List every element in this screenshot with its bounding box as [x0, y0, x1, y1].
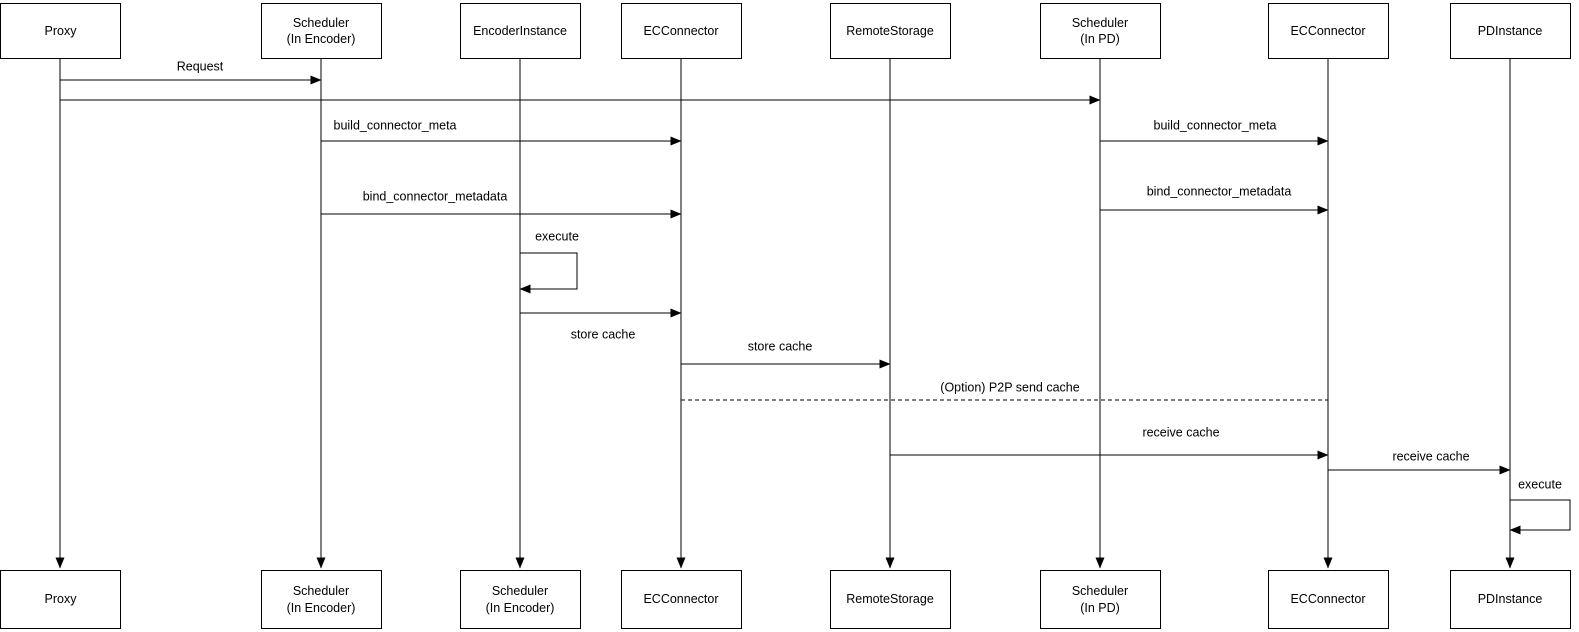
remote-storage-top-box: RemoteStorage — [829, 3, 951, 59]
pd-instance-bottom-label: PDInstance — [1477, 592, 1543, 607]
ec-connector-encoder-top-box: ECConnector — [620, 3, 742, 59]
proxy-bottom-label: Proxy — [44, 592, 77, 607]
encoder-instance-bottom-box: Scheduler (In Encoder) — [459, 570, 581, 629]
scheduler-in-pd-top-box: Scheduler (In PD) — [1039, 3, 1161, 59]
pd-instance-bottom-box: PDInstance — [1449, 570, 1571, 629]
scheduler-in-pd-top-label: Scheduler — [1071, 15, 1129, 30]
scheduler-in-encoder-bottom-box: Scheduler (In Encoder) — [260, 570, 382, 629]
ec-connector-pd-top-label: ECConnector — [1290, 23, 1366, 38]
build-connector-meta-pd-message-label: build_connector_meta — [1154, 118, 1277, 132]
scheduler-in-encoder-bottom-label: Scheduler — [292, 584, 350, 598]
scheduler-in-encoder-top-label: (In Encoder) — [286, 32, 356, 46]
remote-storage-bottom-label: RemoteStorage — [846, 592, 934, 607]
proxy-bottom-box: Proxy — [0, 570, 121, 629]
ec-connector-encoder-bottom-box: ECConnector — [620, 570, 742, 629]
receive-cache-to-pd-instance-message-label: receive cache — [1392, 449, 1469, 463]
execute-pd-message-label: execute — [1518, 477, 1562, 491]
ec-connector-pd-bottom-box: ECConnector — [1267, 570, 1389, 629]
execute-pd-self-message — [1509, 499, 1571, 535]
ec-connector-encoder-top-label: ECConnector — [643, 23, 719, 38]
bind-connector-metadata-encoder-message-label: bind_connector_metadata — [363, 189, 508, 203]
bind-connector-metadata-pd-message-label: bind_connector_metadata — [1147, 184, 1292, 198]
scheduler-in-pd-bottom-label: Scheduler — [1071, 584, 1129, 598]
store-cache-to-ec-connector-message-label: store cache — [571, 327, 636, 341]
execute-encoder-self-message — [519, 252, 578, 294]
build-connector-meta-encoder-message-label: build_connector_meta — [334, 118, 457, 132]
scheduler-in-pd-bottom-box: Scheduler (In PD) — [1039, 570, 1161, 629]
scheduler-in-encoder-top-label: Scheduler — [292, 15, 350, 30]
encoder-instance-bottom-label: (In Encoder) — [485, 600, 555, 615]
execute-encoder-message-label: execute — [535, 229, 579, 243]
scheduler-in-encoder-bottom-label: (In Encoder) — [286, 600, 356, 615]
scheduler-in-encoder-top-box: Scheduler (In Encoder) — [260, 3, 382, 59]
encoder-instance-bottom-label: Scheduler — [491, 584, 549, 598]
proxy-top-label: Proxy — [44, 23, 77, 38]
encoder-instance-top-box: EncoderInstance — [459, 3, 581, 59]
remote-storage-top-label: RemoteStorage — [846, 23, 934, 38]
ec-connector-pd-bottom-label: ECConnector — [1290, 592, 1366, 607]
scheduler-in-pd-bottom-label: (In PD) — [1080, 600, 1120, 615]
ec-connector-pd-top-box: ECConnector — [1267, 3, 1389, 59]
request-message-label: Request — [177, 59, 224, 73]
store-cache-to-remote-storage-message-label: store cache — [748, 339, 813, 353]
pd-instance-top-box: PDInstance — [1449, 3, 1571, 59]
encoder-instance-top-label: EncoderInstance — [473, 23, 567, 38]
receive-cache-to-ec-connector-message-label: receive cache — [1142, 425, 1219, 439]
ec-connector-encoder-bottom-label: ECConnector — [643, 592, 719, 607]
pd-instance-top-label: PDInstance — [1477, 23, 1543, 38]
proxy-top-box: Proxy — [0, 3, 121, 59]
scheduler-in-pd-top-label: (In PD) — [1080, 32, 1120, 46]
remote-storage-bottom-box: RemoteStorage — [829, 570, 951, 629]
p2p-send-cache-message-label: (Option) P2P send cache — [940, 380, 1079, 394]
